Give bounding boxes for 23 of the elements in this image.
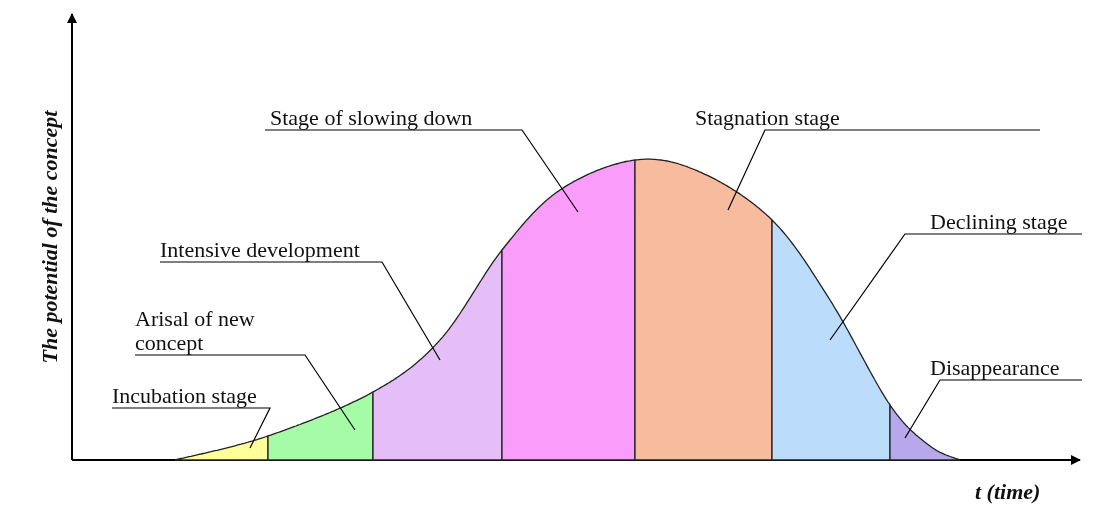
stage-area — [771, 218, 891, 461]
stage-label: Arisal of new concept — [135, 307, 307, 355]
stage-area — [501, 159, 636, 461]
axis-title: The potential of the concept — [38, 109, 62, 366]
stage-label: Disappearance — [930, 356, 1082, 380]
stage-label: Declining stage — [905, 210, 1082, 234]
leader-line — [904, 379, 1083, 439]
stage-area — [174, 435, 269, 461]
stage-label: Intensive development — [160, 238, 385, 262]
leader-line — [111, 407, 271, 449]
stage-area — [889, 402, 961, 461]
stage-label: Stage of slowing down — [265, 106, 525, 130]
leader-line — [727, 129, 1041, 211]
leader-line — [134, 354, 356, 431]
stage-label: Incubation stage — [112, 384, 272, 408]
stage-area — [372, 248, 503, 461]
stage-label: Stagnation stage — [695, 106, 910, 130]
leader-line — [829, 233, 1083, 341]
axis-title: t (time) — [975, 480, 1041, 504]
leader-line — [159, 261, 441, 361]
leader-line — [264, 129, 579, 213]
stage-area — [267, 390, 374, 461]
stage-area — [634, 158, 773, 461]
